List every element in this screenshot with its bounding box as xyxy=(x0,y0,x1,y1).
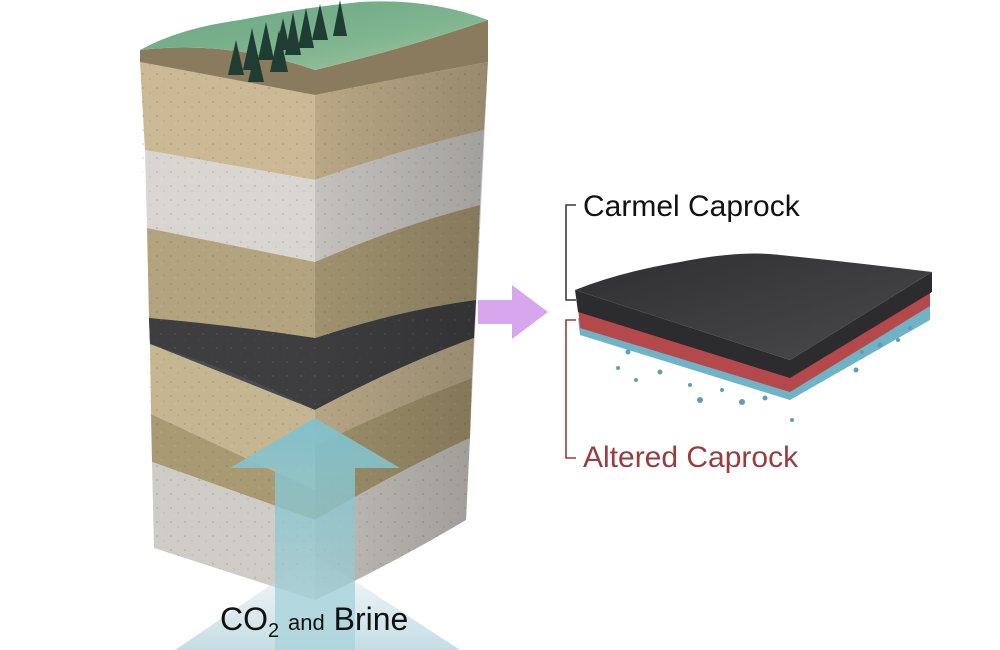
co2-and-brine-label: CO2 and Brine xyxy=(220,601,408,643)
purple-arrow xyxy=(478,285,548,339)
carmel-bracket xyxy=(565,204,576,301)
and-text: and xyxy=(288,610,325,635)
soil-rim xyxy=(140,20,488,95)
teal-up-arrow xyxy=(230,418,400,650)
caprock-block-icon xyxy=(575,253,932,422)
co2-text: CO xyxy=(220,601,268,637)
brine-drops xyxy=(616,326,912,422)
altered-layer xyxy=(578,288,930,392)
shale-top xyxy=(575,253,932,360)
carmel-caprock-label: Carmel Caprock xyxy=(583,190,800,223)
forest-icon xyxy=(228,0,347,82)
altered-caprock-label: Altered Caprock xyxy=(583,441,799,474)
shale-side xyxy=(575,272,932,378)
brine-text: Brine xyxy=(333,601,409,637)
co2-subscript: 2 xyxy=(268,620,280,642)
altered-bracket xyxy=(565,319,576,459)
